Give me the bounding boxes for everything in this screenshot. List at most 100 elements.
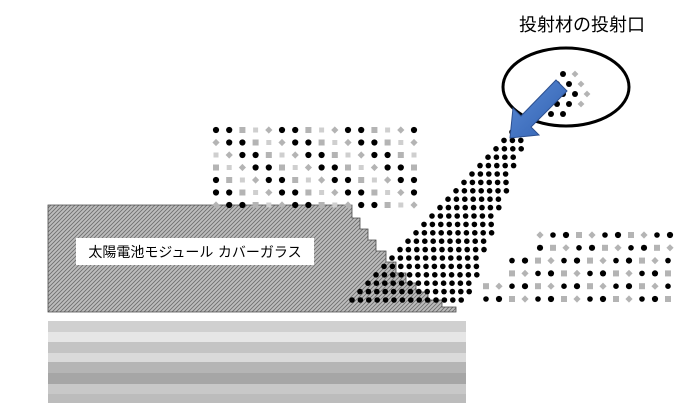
shot-particle <box>453 188 459 194</box>
shot-particle <box>371 151 378 159</box>
shot-particle <box>502 162 509 169</box>
debris-particle <box>239 189 246 196</box>
glass-label: 太陽電池モジュール カバーガラス <box>88 245 301 261</box>
shot-particle <box>472 230 478 236</box>
shot-particle <box>521 257 529 264</box>
debris-particle <box>535 257 541 264</box>
shot-particle <box>613 257 619 264</box>
shot-particle <box>502 171 509 177</box>
shot-particle <box>521 283 529 290</box>
shot-particle <box>457 272 463 278</box>
shot-particle <box>397 164 404 171</box>
shot-particle <box>494 179 501 186</box>
shot-particle <box>494 162 500 169</box>
shot-particle <box>566 101 572 107</box>
shot-particle <box>487 196 493 202</box>
shot-particle <box>390 272 396 278</box>
shot-particle <box>587 296 593 302</box>
shot-particle <box>464 246 471 253</box>
shot-particle <box>486 188 493 194</box>
debris-particle <box>625 269 633 277</box>
shot-particle <box>292 189 299 196</box>
debris-particle <box>253 127 259 133</box>
shot-particle <box>440 272 447 278</box>
debris-particle <box>319 127 325 133</box>
shot-particle <box>474 272 480 278</box>
shot-particle <box>510 146 516 152</box>
shot-particle <box>479 204 485 211</box>
debris-particle <box>583 90 591 98</box>
shot-particle <box>573 283 581 290</box>
shot-particle <box>503 179 509 186</box>
shot-particle <box>432 280 439 287</box>
shot-particle <box>535 296 541 302</box>
shot-particle <box>424 297 431 303</box>
debris-particle <box>397 152 404 158</box>
shot-particle <box>566 81 572 87</box>
shot-particle <box>548 111 554 117</box>
shot-particle <box>510 162 517 169</box>
shot-particle <box>406 272 413 278</box>
debris-particle <box>397 188 405 197</box>
shot-particle <box>547 295 555 303</box>
debris-particle <box>588 231 596 239</box>
shot-particle <box>448 263 455 270</box>
shot-particle <box>445 196 451 202</box>
shot-particle <box>357 288 363 295</box>
shot-particle <box>381 263 387 270</box>
debris-particle <box>483 283 489 290</box>
shot-particle <box>432 272 438 278</box>
debris-particle <box>385 190 391 195</box>
debris-particle <box>305 127 312 133</box>
debris-particle <box>344 201 352 209</box>
debris-particle <box>384 176 392 184</box>
shot-particle <box>651 270 659 277</box>
debris-particle <box>357 151 365 159</box>
shot-particle <box>477 162 483 169</box>
shot-particle <box>560 111 566 117</box>
debris-particle <box>587 257 593 264</box>
debris-particle <box>384 202 391 208</box>
shot-particle <box>365 288 372 295</box>
debris-particle <box>370 163 378 172</box>
debris-particle <box>665 296 671 302</box>
shot-particle <box>226 139 233 146</box>
shot-particle <box>462 213 469 219</box>
shot-particle <box>430 238 437 244</box>
shot-particle <box>382 288 389 295</box>
shot-particle <box>666 231 674 239</box>
shot-particle <box>470 196 477 202</box>
shot-particle <box>349 297 355 303</box>
shot-particle <box>614 231 622 239</box>
shot-particle <box>358 139 365 146</box>
shot-particle <box>446 213 452 219</box>
shot-particle <box>572 91 578 97</box>
shot-particle <box>599 270 607 277</box>
shot-particle <box>429 213 435 219</box>
shot-particle <box>433 297 439 303</box>
shot-particle <box>485 154 491 160</box>
shot-particle <box>457 280 464 287</box>
shot-particle <box>384 151 391 159</box>
shot-particle <box>439 246 445 253</box>
debris-particle <box>212 201 220 209</box>
shot-particle <box>450 297 456 303</box>
debris-particle <box>411 152 417 158</box>
shot-particle <box>374 288 380 295</box>
shot-particle <box>573 257 581 264</box>
shot-particle <box>625 257 633 264</box>
shot-particle <box>431 255 437 261</box>
shot-particle <box>495 295 503 303</box>
shot-particle <box>535 270 541 277</box>
shot-particle <box>472 238 479 244</box>
shot-particle <box>488 213 494 219</box>
debris-particle <box>577 100 585 108</box>
shot-particle <box>382 280 388 287</box>
shot-particle <box>305 151 312 159</box>
shot-particle <box>226 201 233 209</box>
debris-particle <box>305 177 311 183</box>
shot-particle <box>416 288 422 295</box>
shot-particle <box>462 204 469 211</box>
shot-particle <box>485 162 492 169</box>
shot-particle <box>406 255 412 261</box>
